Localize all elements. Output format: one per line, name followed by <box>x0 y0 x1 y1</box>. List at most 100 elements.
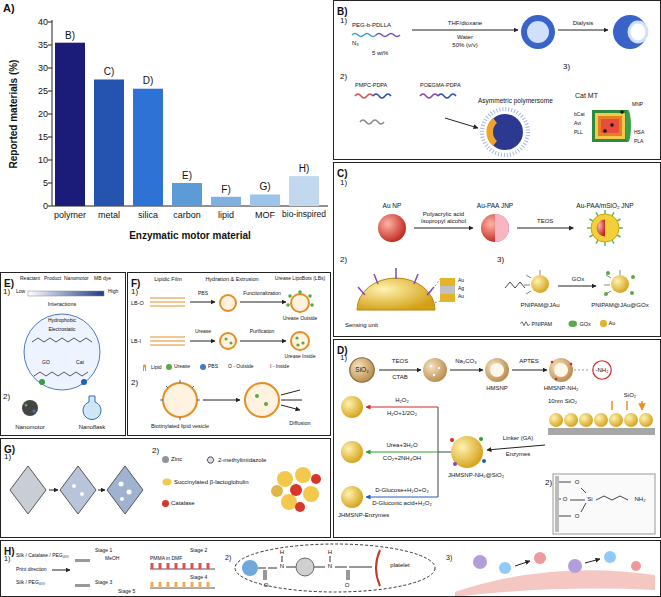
graphene-nanomotor-scheme <box>22 291 104 419</box>
illustration-circle <box>341 396 363 418</box>
legend-swatch <box>166 364 172 370</box>
illustration-rect <box>75 559 90 562</box>
text-label: Electrostatic <box>48 327 75 333</box>
illustration-path <box>34 372 88 376</box>
silica-shell <box>591 214 619 242</box>
text-label: Enzymes <box>506 451 531 458</box>
illustration-circle <box>25 404 28 407</box>
illustration-circle <box>39 379 45 385</box>
legend-sample-shape <box>163 479 172 486</box>
illustration-circle <box>286 303 290 307</box>
sphere-node: -NH₂ <box>592 360 612 380</box>
illustration-path <box>48 22 52 206</box>
illustration-circle <box>220 333 236 349</box>
text-label: 2) <box>152 446 159 455</box>
text-label: PBS <box>198 291 208 297</box>
illustration-circle <box>554 363 568 377</box>
text-label: F) <box>221 184 230 196</box>
legend-text: Succinylated β-lactoglobulin <box>174 479 249 486</box>
particle-outline <box>476 209 514 247</box>
illustration-circle <box>288 294 292 298</box>
legend-swatch <box>162 456 169 463</box>
illustration-rect <box>250 195 280 207</box>
illustration-path <box>420 94 438 98</box>
text-label: Lipidic Film <box>154 276 182 282</box>
legend-sample-shape <box>569 321 578 328</box>
legend-item: Au <box>600 320 615 327</box>
illustration-line <box>52 20 53 206</box>
illustration-rect <box>592 110 628 142</box>
text-label: O - Outside <box>228 364 254 370</box>
text-label: TEOS <box>392 358 408 365</box>
text-label: 10 <box>38 155 48 165</box>
text-label: I - Inside <box>270 364 289 370</box>
illustration-circle <box>568 559 582 573</box>
illustration-path <box>505 282 525 288</box>
process-arrow <box>414 228 473 229</box>
legend-text: PNIPAM <box>532 321 553 327</box>
nanoparticle-node: Au-PAA JNP <box>474 202 516 247</box>
illustration-line <box>366 452 438 453</box>
illustration-circle <box>620 110 624 114</box>
text-label: 2) <box>225 554 231 562</box>
illustration-circle <box>80 492 84 496</box>
illustration-path <box>428 279 440 304</box>
text-label: Na₂CO₃ <box>455 358 476 365</box>
illustration-circle <box>604 551 616 563</box>
text-label: bio-inspired <box>282 210 326 220</box>
text-label: Nanomotor <box>15 424 45 431</box>
text-label: 20 <box>38 109 48 119</box>
illustration-path <box>559 482 628 516</box>
particle-shape <box>378 214 406 242</box>
legend-sample <box>568 320 578 328</box>
text-label: 50% (v/v) <box>452 42 477 49</box>
text-label: Reported materials (%) <box>8 60 20 169</box>
sphere-body <box>350 358 375 383</box>
illustration-line <box>49 490 58 491</box>
text-label: PNIPAM@JAu <box>521 302 560 309</box>
illustration-circle <box>430 365 432 367</box>
illustration-circle <box>527 21 549 43</box>
mof-scheme <box>10 466 321 514</box>
legend-swatch <box>600 320 607 327</box>
illustration-rect <box>55 43 85 206</box>
figure-panel: D)SiO₂-NH₂ <box>333 339 661 538</box>
sphere-node: SiO₂ <box>349 357 375 383</box>
text-label: O <box>264 582 269 589</box>
illustration-circle <box>311 474 321 484</box>
text-label: 35 <box>38 40 48 50</box>
gold-core <box>378 214 406 242</box>
illustration-path <box>150 337 185 345</box>
illustration-circle <box>72 484 76 488</box>
illustration-circle <box>24 314 100 390</box>
figure-panel: C)Au NPAu-PAA JNPAu-PAA/mSiO₂ JNP <box>333 162 661 337</box>
text-label: Water <box>457 34 473 41</box>
illustration-line <box>190 341 215 342</box>
text-label: APTES <box>519 358 539 365</box>
illustration-circle <box>579 413 593 427</box>
illustration-circle <box>310 303 314 307</box>
text-label: MOF <box>255 210 275 220</box>
text-label: O <box>575 513 580 520</box>
text-label: 2) <box>340 72 347 81</box>
text-label: 2) <box>545 478 552 487</box>
illustration-path <box>373 94 391 98</box>
illustration-polygon <box>107 466 143 514</box>
illustration-circle <box>119 482 124 487</box>
illustration-rect <box>440 278 455 286</box>
illustration-rect <box>598 116 622 136</box>
illustration-path <box>455 570 655 597</box>
illustration-line <box>412 30 518 31</box>
illustration-path <box>360 120 384 124</box>
text-label: GO <box>41 360 51 366</box>
legend-text: GOx <box>580 321 591 327</box>
text-label: O <box>345 582 350 589</box>
legend-text: Zinc <box>171 456 182 463</box>
illustration-circle <box>499 562 511 574</box>
text-label: 1) <box>4 555 10 563</box>
text-label: Diffusion <box>289 420 310 426</box>
text-label: Au <box>458 294 464 300</box>
illustration-circle <box>341 441 363 463</box>
text-label: Print direction <box>16 567 47 573</box>
illustration-line <box>585 559 600 563</box>
